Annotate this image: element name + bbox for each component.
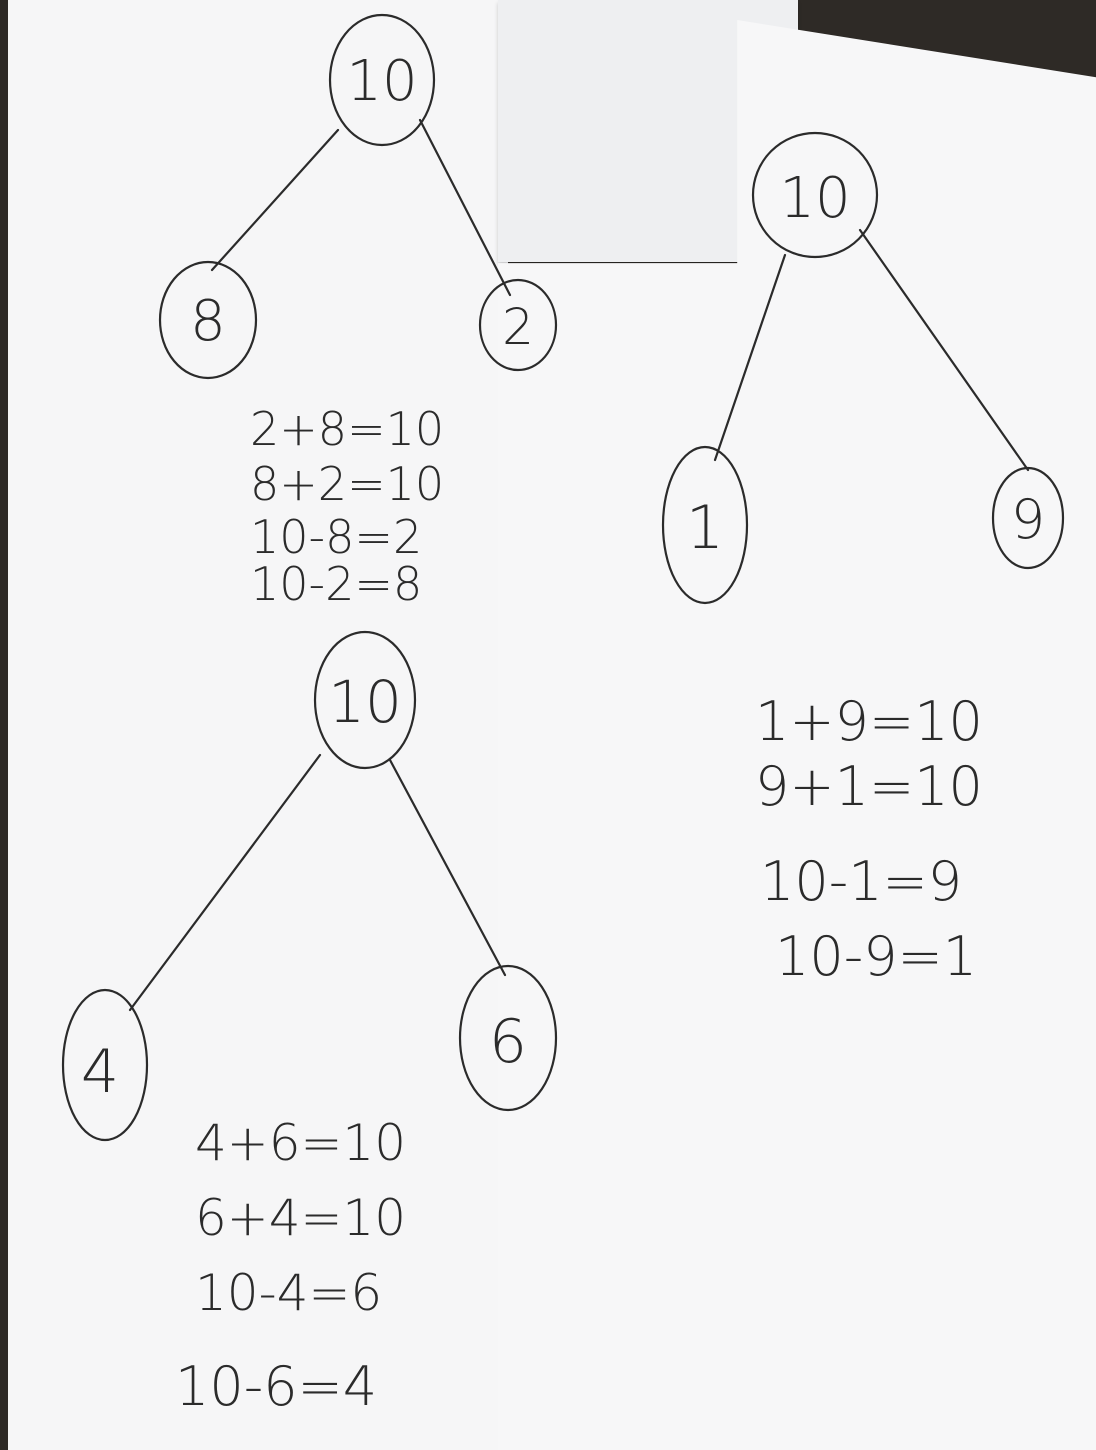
- tree-3-left-circle: [61, 988, 149, 1142]
- tree-1-right-value: 2: [502, 298, 534, 356]
- tree-1-left-value: 8: [190, 289, 226, 354]
- tree-3-equation-3: 10-4=6: [195, 1264, 382, 1322]
- tree-2-equation-3: 10-1=9: [760, 850, 962, 913]
- tree-3-root-circle: [313, 630, 417, 770]
- tree-1-right-branch: [418, 118, 512, 297]
- tree-1-right-circle: [478, 278, 558, 372]
- tree-1-equation-4: 10-2=8: [250, 557, 422, 611]
- tree-3-equation-4: 10-6=4: [175, 1355, 377, 1418]
- tree-3-right-value: 6: [489, 1007, 527, 1077]
- paper-sheet-left: [8, 0, 508, 1450]
- tree-3-left-branch: [128, 753, 322, 1012]
- tree-1-root-value: 10: [346, 49, 417, 114]
- tree-2-equation-2: 9+1=10: [755, 755, 983, 818]
- tree-3-left-value: 4: [81, 1037, 119, 1107]
- tree-3-equation-2: 6+4=10: [195, 1189, 406, 1247]
- tree-3-right-branch: [388, 758, 507, 977]
- tree-1-left-branch: [210, 128, 340, 272]
- tree-2-root-value: 10: [779, 166, 850, 231]
- tree-3-equation-1: 4+6=10: [195, 1114, 406, 1172]
- tree-2-right-value: 9: [1011, 488, 1045, 551]
- tree-1-equation-3: 10-8=2: [250, 510, 422, 564]
- tree-2-root-circle: [751, 131, 879, 259]
- number-bond-tree-2: 10 1 9 1+9=10 9+1=10 10-1=9 10-9=1: [661, 131, 1065, 988]
- tree-1-left-circle: [158, 260, 258, 380]
- tree-1-root-circle: [328, 13, 436, 147]
- tree-2-left-branch: [713, 253, 787, 462]
- tree-2-right-branch: [858, 228, 1030, 472]
- tree-2-left-value: 1: [686, 493, 724, 563]
- tree-1-equation-2: 8+2=10: [250, 457, 444, 511]
- tree-1-equation-1: 2+8=10: [250, 402, 444, 456]
- number-bond-tree-3: 10 4 6 4+6=10 6+4=10 10-4=6 10-6=4: [61, 630, 558, 1418]
- tree-3-root-value: 10: [328, 668, 402, 736]
- tree-2-left-circle: [661, 445, 749, 605]
- tree-2-right-circle: [991, 466, 1065, 570]
- tree-2-equation-4: 10-9=1: [775, 925, 977, 988]
- tree-2-equation-1: 1+9=10: [755, 690, 983, 753]
- number-bond-tree-1: 10 8 2 2+8=10 8+2=10 10-8=2 10-2=8: [158, 13, 558, 611]
- tree-3-right-circle: [458, 964, 558, 1112]
